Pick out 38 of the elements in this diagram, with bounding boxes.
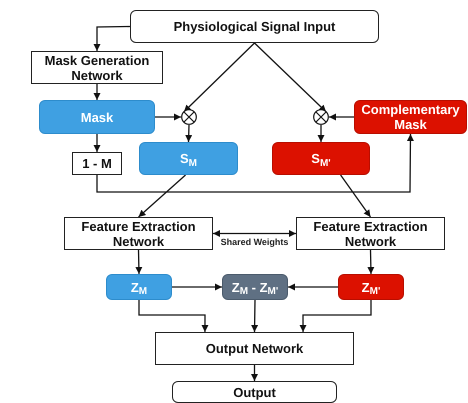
feature-box: Z$_{M}$ - Z$_{M'}$ xyxy=(222,274,288,300)
feature-box: Z$_{M}$ xyxy=(106,274,172,300)
arrow xyxy=(94,134,100,152)
arrow xyxy=(96,134,414,193)
output-box: Output xyxy=(172,381,337,403)
mask-box: Complementary Mask xyxy=(354,100,467,134)
operation-box: 1 - M xyxy=(72,152,122,175)
arrow xyxy=(254,42,327,112)
arrow xyxy=(251,300,258,332)
arrow xyxy=(172,284,222,290)
input-box: Physiological Signal Input xyxy=(130,10,379,43)
arrow xyxy=(367,250,374,274)
arrow xyxy=(318,125,324,142)
arrow xyxy=(251,365,258,381)
arrow xyxy=(288,284,338,290)
multiply-symbol xyxy=(313,109,329,125)
signal-box: S$_{M}$ xyxy=(139,142,238,175)
arrow xyxy=(135,250,142,274)
network-box: Feature Extraction Network xyxy=(64,217,213,250)
arrow xyxy=(94,84,100,100)
arrow xyxy=(183,42,255,112)
arrow xyxy=(138,174,186,218)
mask-box: Mask xyxy=(39,100,155,134)
arrow xyxy=(138,300,208,332)
network-box: Mask Generation Network xyxy=(31,51,163,84)
multiply-symbol xyxy=(181,109,197,125)
arrow xyxy=(329,114,354,120)
network-box: Feature Extraction Network xyxy=(296,217,445,250)
arrow xyxy=(94,26,130,51)
arrow xyxy=(155,114,181,120)
arrow xyxy=(300,300,372,332)
arrow xyxy=(213,230,296,237)
network-box: Output Network xyxy=(155,332,354,365)
arrow xyxy=(185,124,192,142)
signal-box: S$_{M'}$ xyxy=(272,142,370,175)
edge-label: Shared Weights xyxy=(220,236,288,246)
arrow xyxy=(340,174,372,218)
feature-box: Z$_{M'}$ xyxy=(338,274,404,300)
